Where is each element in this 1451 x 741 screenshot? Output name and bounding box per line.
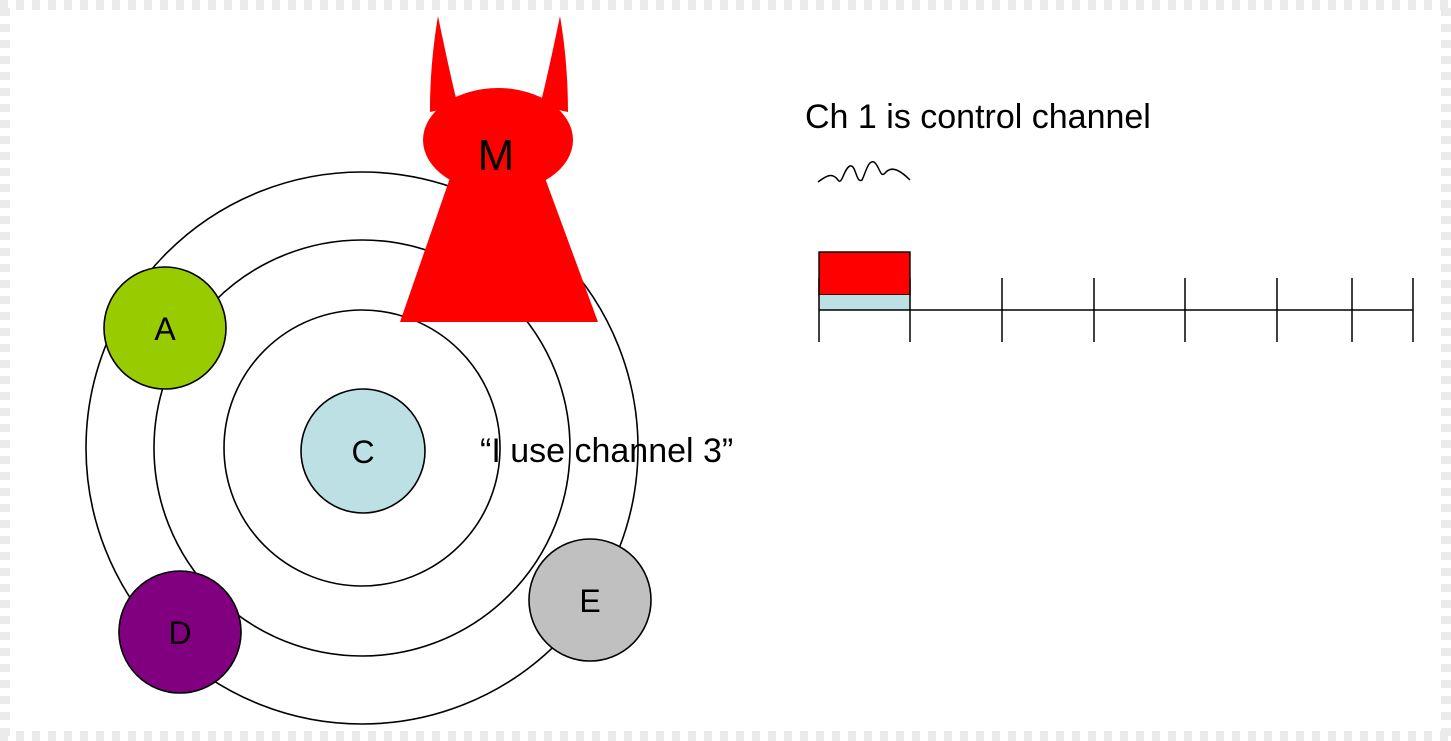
range-ring-inner [223,309,501,587]
node-d: D [118,570,242,694]
node-a: A [103,266,227,390]
channel-timeline [818,251,1414,342]
range-ring-outer [85,171,639,725]
node-c-circle [300,388,426,514]
node-e: E [528,538,652,662]
node-e-circle [528,538,652,662]
signal-wave-icon [817,161,911,183]
adversary-label: M [478,131,515,180]
control-channel-caption: Ch 1 is control channel [805,98,1151,136]
control-slot-fill [819,295,910,310]
node-a-label: A [154,311,176,347]
speech-caption: “I use channel 3” [480,432,733,470]
node-a-circle [103,266,227,390]
node-c-label: C [351,434,374,470]
adversary-body [400,178,598,322]
adversary-head [423,88,573,192]
node-e-label: E [579,583,600,619]
adversary-figure: M [400,16,598,322]
jammer-slot-fill [818,251,911,296]
node-c: C [300,388,426,514]
node-d-circle [118,570,242,694]
adversary-horn-left [430,16,458,112]
adversary-horn-right [540,16,568,112]
node-d-label: D [168,615,191,651]
range-ring-middle [153,239,571,657]
